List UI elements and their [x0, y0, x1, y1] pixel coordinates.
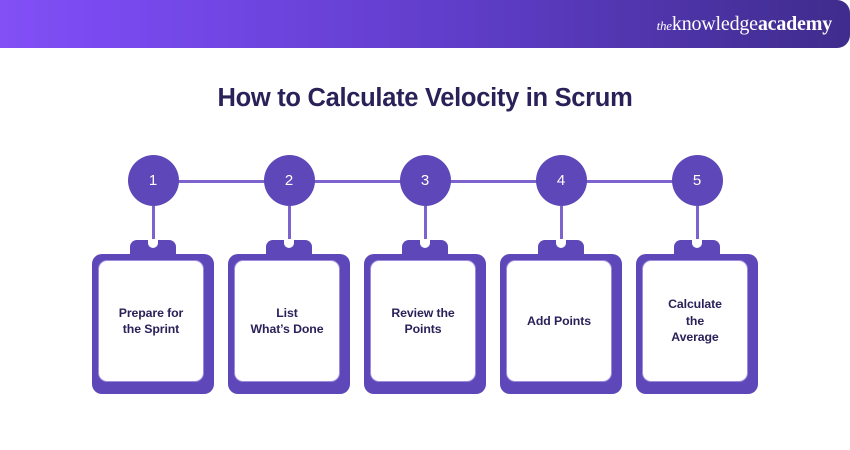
step-5: 5 Calculate the Average: [617, 0, 777, 450]
step-label-1: Prepare for the Sprint: [118, 305, 184, 337]
clipboard-clip-2: [266, 240, 312, 262]
step-number-badge-3[interactable]: 3: [399, 155, 451, 206]
step-4: 4 Add Points: [481, 0, 641, 450]
logo-word-knowledge: knowledge: [671, 13, 758, 35]
clipboard-page-2: List What’s Done: [234, 260, 340, 382]
step-number-badge-1[interactable]: 1: [127, 155, 179, 206]
step-3: 3 Review the Points: [345, 0, 505, 450]
step-label-4: Add Points: [527, 313, 591, 328]
brand-logo: theknowledgeacademy: [656, 13, 833, 35]
step-stem-4: [560, 206, 563, 250]
clipboard-clip-notch-4: [556, 239, 566, 248]
clipboard-page-1: Prepare for the Sprint: [98, 260, 204, 382]
step-1: 1 Prepare for the Sprint: [73, 0, 233, 450]
connector-3-4: [445, 179, 541, 183]
connector-4-5: [581, 179, 677, 183]
clipboard-page-3: Review the Points: [370, 260, 476, 382]
clipboard-clip-notch-3: [420, 239, 430, 248]
clipboard-clip-notch-5: [692, 239, 702, 248]
step-number-badge-5[interactable]: 5: [671, 155, 723, 206]
step-label-5: Calculate the Average: [668, 297, 722, 345]
step-stem-3: [424, 206, 427, 250]
clipboard-clip-notch-2: [284, 239, 294, 248]
clipboard-clip-4: [538, 240, 584, 262]
step-card-4[interactable]: Add Points: [500, 239, 622, 396]
step-number-badge-4[interactable]: 4: [535, 155, 587, 206]
step-label-2: List What’s Done: [250, 305, 324, 337]
step-card-1[interactable]: Prepare for the Sprint: [92, 239, 214, 396]
step-stem-2: [288, 206, 291, 250]
header-bar: theknowledgeacademy: [0, 0, 850, 48]
connector-2-3: [309, 179, 405, 183]
step-card-3[interactable]: Review the Points: [364, 239, 486, 396]
connector-1-2: [173, 179, 269, 183]
step-card-2[interactable]: List What’s Done: [228, 239, 350, 396]
clipboard-clip-3: [402, 240, 448, 262]
page-title: How to Calculate Velocity in Scrum: [217, 84, 633, 112]
step-2: 2 List What’s Done: [209, 0, 369, 450]
clipboard-clip-5: [674, 240, 720, 262]
clipboard-page-4: Add Points: [506, 260, 612, 382]
clipboard-page-5: Calculate the Average: [642, 260, 748, 382]
logo-word-academy: academy: [757, 13, 832, 35]
step-stem-1: [152, 206, 155, 250]
step-stem-5: [696, 206, 699, 250]
clipboard-clip-1: [130, 240, 176, 262]
step-label-3: Review the Points: [391, 305, 455, 337]
logo-prefix: the: [656, 18, 673, 33]
step-number-badge-2[interactable]: 2: [263, 155, 315, 206]
step-card-5[interactable]: Calculate the Average: [636, 239, 758, 396]
clipboard-clip-notch-1: [148, 239, 158, 248]
